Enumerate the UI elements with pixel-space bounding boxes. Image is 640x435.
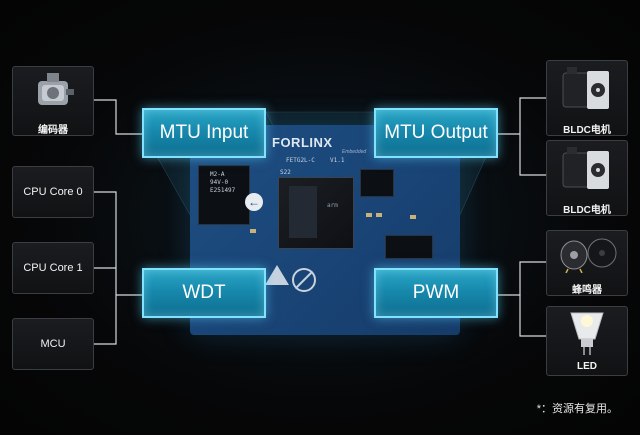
bldc-motor-2-box: BLDC电机: [546, 140, 628, 216]
no-entry-icon: [292, 268, 316, 292]
led-box: LED: [546, 306, 628, 376]
bldc-motor-1-box: BLDC电机: [546, 60, 628, 136]
encoder-label: 编码器: [38, 125, 68, 136]
wire-pwm-led: [519, 295, 546, 337]
board-brand-sub: Embedded: [342, 149, 367, 155]
bldc-motor-icon: [562, 147, 609, 189]
silk-s22: S22: [280, 169, 291, 176]
wdt-block: WDT: [142, 268, 266, 318]
led-label: LED: [577, 361, 597, 372]
led-bulb-icon: [570, 312, 604, 355]
bldc-motor-icon: [562, 67, 609, 109]
soc-chip: arm: [278, 177, 354, 249]
cpu-core-1-box: CPU Core 1: [12, 242, 94, 294]
flash-chip: [385, 235, 433, 259]
buzzer-icon: [560, 238, 617, 273]
wire-encoder-mtu-input: [94, 99, 142, 135]
arrow-left-icon: ←: [245, 193, 263, 211]
silk-94v0: 94V-0: [210, 179, 229, 186]
mtu-output-block: MTU Output: [374, 108, 498, 158]
smd-part: [366, 213, 372, 217]
encoder-box: 编码器: [12, 66, 94, 136]
cpu-core-0-label: CPU Core 0: [23, 186, 83, 198]
small-chip: [360, 169, 394, 197]
mtu-input-block: MTU Input: [142, 108, 266, 158]
bldc-motor-1-label: BLDC电机: [563, 125, 611, 136]
smd-part: [410, 215, 416, 219]
board-model: FETG2L-C: [286, 157, 315, 164]
pwm-block: PWM: [374, 268, 498, 318]
wire-mtu-output-motor1: [498, 97, 546, 135]
board-brand: FORLINX: [272, 135, 333, 150]
buzzer-label: 蜂鸣器: [572, 285, 602, 296]
buzzer-box: 蜂鸣器: [546, 230, 628, 296]
soc-die: [289, 186, 317, 238]
wire-mtu-output-motor2: [519, 134, 546, 176]
footnote: *：资源有复用。: [536, 403, 618, 415]
bldc-motor-2-label: BLDC电机: [563, 205, 611, 216]
silk-e251497: E251497: [210, 187, 236, 194]
encoder-icon: [38, 73, 74, 105]
smd-part: [376, 213, 382, 217]
silk-m2a: M2-A: [210, 171, 225, 178]
mcu-box: MCU: [12, 318, 94, 370]
wire-pwm-buzzer: [498, 261, 546, 296]
arm-logo-text: arm: [327, 202, 338, 209]
cpu-core-1-label: CPU Core 1: [23, 262, 83, 274]
cpu-core-0-box: CPU Core 0: [12, 166, 94, 218]
warning-triangle-icon: [265, 265, 289, 285]
smd-part: [250, 229, 256, 233]
mcu-label: MCU: [40, 338, 66, 350]
board-version: V1.1: [330, 157, 345, 164]
